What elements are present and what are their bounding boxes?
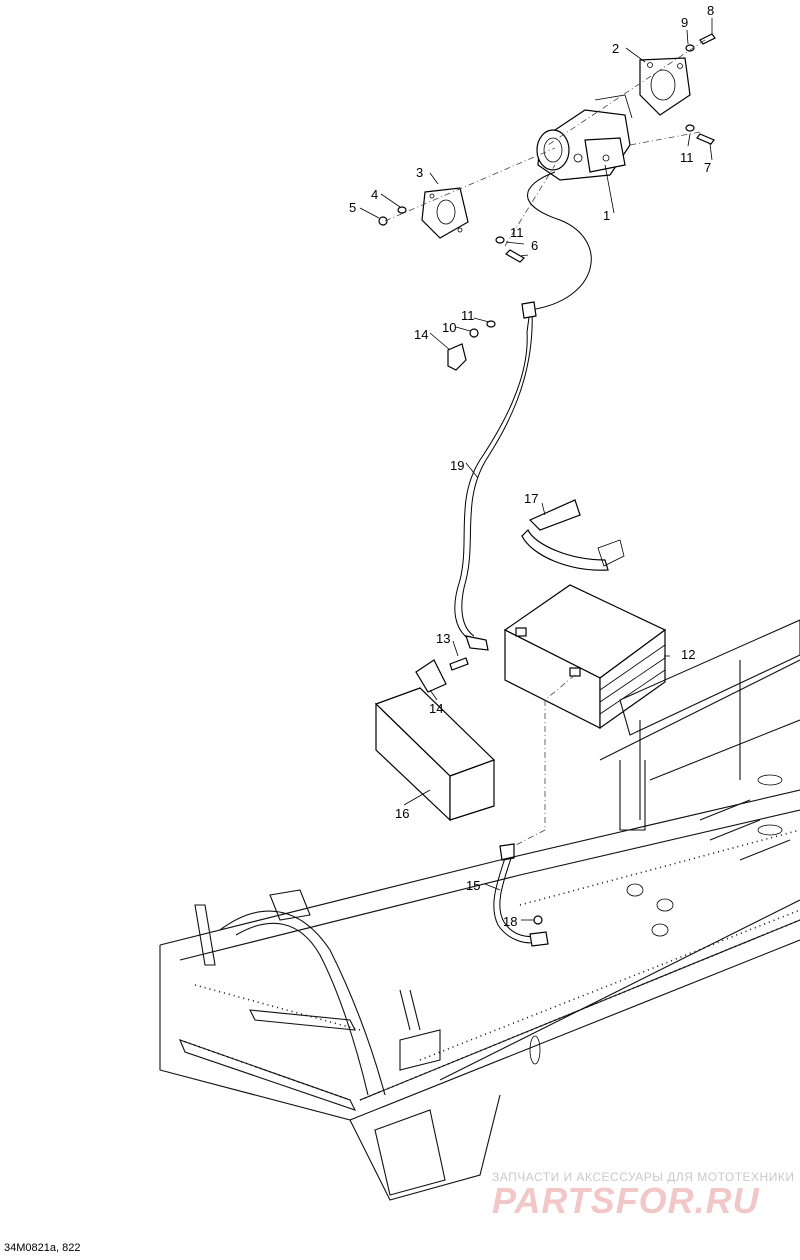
callout-14-bottom: 14: [429, 701, 443, 716]
battery-strap: [521, 499, 625, 571]
ground-cable-guide: [509, 674, 576, 849]
callout-15: 15: [466, 878, 480, 893]
watermark-logo: PARTSFOR.RU: [492, 1180, 760, 1221]
callout-14-top: 14: [414, 327, 428, 342]
callout-9: 9: [681, 15, 688, 30]
callout-1: 1: [603, 208, 610, 223]
callout-11-top: 11: [680, 150, 694, 165]
callout-11-low: 11: [461, 308, 475, 323]
watermark-tagline: ЗАПЧАСТИ И АКСЕССУАРЫ ДЛЯ МОТОТЕХНИКИ: [492, 1170, 795, 1184]
callout-5: 5: [349, 200, 356, 215]
callout-6: 6: [531, 238, 538, 253]
callout-7: 7: [704, 160, 711, 175]
starter-motor: [536, 94, 633, 181]
callout-4: 4: [371, 187, 378, 202]
cable-lug-top: [521, 301, 537, 319]
callout-19: 19: [450, 458, 464, 473]
fasteners-top: [378, 33, 716, 338]
alignment-line-upper: [547, 39, 706, 146]
callout-12: 12: [681, 647, 695, 662]
callout-8: 8: [707, 3, 714, 18]
cable-lug-battery: [465, 635, 489, 651]
callout-17: 17: [524, 491, 538, 506]
battery: [503, 584, 667, 730]
battery-screw: [449, 657, 469, 671]
cable-starter-to-battery: [454, 171, 592, 641]
callout-10: 10: [442, 320, 456, 335]
terminal-cover-top: [447, 343, 467, 371]
leader-lines: [359, 18, 713, 921]
drawing-code: 34M0821a, 822: [4, 1242, 81, 1254]
ground-nut: [533, 915, 543, 925]
alignment-line-lower: [384, 131, 701, 247]
callout-11-mid: 11: [510, 225, 524, 240]
ground-cable: [493, 854, 539, 944]
callout-2: 2: [612, 41, 619, 56]
callout-labels: 1 2 3 4 5 6 7 8 9 10 11 11 11 12 13 14 1…: [349, 3, 714, 929]
terminal-cover-bottom: [415, 659, 447, 693]
callout-18: 18: [503, 914, 517, 929]
callout-16: 16: [395, 806, 409, 821]
chassis-frame: [159, 619, 800, 1201]
starter-bracket-rear: [639, 57, 691, 116]
callout-3: 3: [416, 165, 423, 180]
battery-pad: [374, 687, 496, 822]
callout-13: 13: [436, 631, 450, 646]
